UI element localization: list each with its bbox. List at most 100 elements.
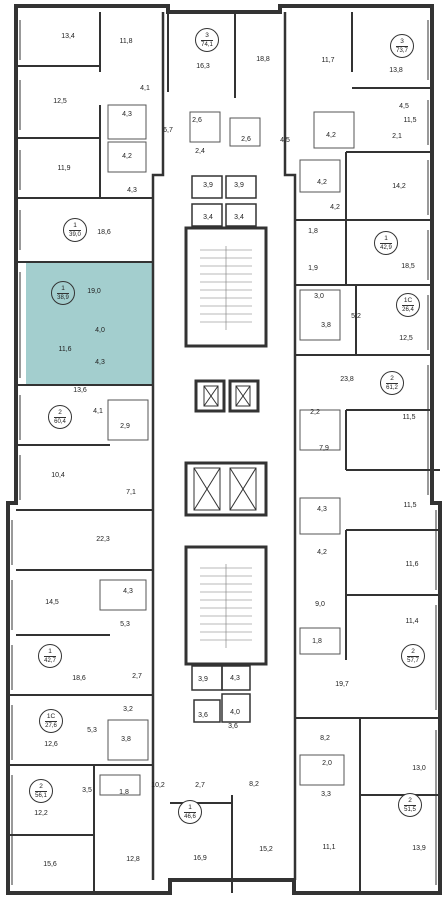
room-area-label: 4,1 <box>93 408 103 415</box>
apartment-area: 38,9 <box>57 294 69 301</box>
badge-divider <box>184 811 196 813</box>
room-area-label: 4,2 <box>317 549 327 556</box>
apartment-rooms: 3 <box>400 37 404 45</box>
room-area-label: 11,5 <box>402 414 416 421</box>
room-area-label: 19,7 <box>335 681 349 688</box>
apartment-area: 73,7 <box>396 47 408 54</box>
room-area-label: 11,1 <box>322 844 336 851</box>
room-area-label: 3,9 <box>203 182 213 189</box>
room-area-label: 11,9 <box>57 165 71 172</box>
apartment-rooms: 3 <box>205 31 209 39</box>
room-area-label: 16,9 <box>193 855 207 862</box>
room-area-label: 14,2 <box>392 183 406 190</box>
room-area-label: 18,6 <box>72 675 86 682</box>
room-area-label: 18,5 <box>401 263 415 270</box>
room-area-label: 13,0 <box>412 765 426 772</box>
room-area-label: 11,6 <box>58 346 72 353</box>
badge-divider <box>402 304 414 306</box>
room-area-label: 7,9 <box>319 445 329 452</box>
room-area-label: 3,6 <box>228 723 238 730</box>
elevator-shafts <box>184 379 268 517</box>
room-area-label: 3,4 <box>203 214 213 221</box>
room-area-label: 4,3 <box>127 187 137 194</box>
room-area-label: 16,3 <box>196 63 210 70</box>
room-area-label: 5,3 <box>87 727 97 734</box>
room-area-label: 2,9 <box>120 423 130 430</box>
apartment-area: 39,0 <box>69 231 81 238</box>
highlighted-apartment-fill[interactable] <box>26 262 152 385</box>
room-area-label: 14,5 <box>45 599 59 606</box>
room-area-label: 2,4 <box>195 148 205 155</box>
corridor-walls <box>151 12 297 880</box>
apartment-area: 56,1 <box>35 792 47 799</box>
room-area-label: 11,5 <box>403 502 417 509</box>
room-area-label: 13,6 <box>73 387 87 394</box>
apartment-rooms: 2 <box>411 647 415 655</box>
room-area-label: 2,1 <box>392 133 402 140</box>
badge-divider <box>380 242 392 244</box>
room-area-label: 8,2 <box>249 781 259 788</box>
room-area-label: 2,0 <box>322 760 332 767</box>
room-area-label: 4,0 <box>95 327 105 334</box>
room-area-label: 12,6 <box>44 741 58 748</box>
room-area-label: 3,2 <box>123 706 133 713</box>
room-area-label: 13,9 <box>412 845 426 852</box>
badge-divider <box>45 720 57 722</box>
room-area-label: 22,3 <box>96 536 110 543</box>
badge-divider <box>201 39 213 41</box>
room-area-label: 2,6 <box>241 136 251 143</box>
room-area-label: 11,4 <box>405 618 419 625</box>
room-area-label: 3,8 <box>321 322 331 329</box>
apartment-area: 42,9 <box>380 244 392 251</box>
room-area-label: 18,8 <box>256 56 270 63</box>
room-area-label: 9,0 <box>315 601 325 608</box>
room-area-label: 1,8 <box>312 638 322 645</box>
windows <box>11 20 437 885</box>
room-area-label: 3,4 <box>234 214 244 221</box>
apartment-area: 46,6 <box>184 813 196 820</box>
room-area-label: 1,8 <box>308 228 318 235</box>
badge-divider <box>35 790 47 792</box>
stair-steps <box>200 246 252 648</box>
badge-divider <box>57 292 69 294</box>
apartment-area: 60,4 <box>54 418 66 425</box>
room-area-label: 18,6 <box>97 229 111 236</box>
room-area-label: 4,3 <box>95 359 105 366</box>
apartment-rooms: 2 <box>39 782 43 790</box>
room-area-label: 2,7 <box>195 782 205 789</box>
exterior-walls <box>6 4 442 895</box>
room-area-label: 19,0 <box>87 288 101 295</box>
room-area-label: 6,7 <box>163 127 173 134</box>
room-area-label: 5,2 <box>351 313 361 320</box>
room-area-label: 4,3 <box>230 675 240 682</box>
room-area-label: 3,6 <box>198 712 208 719</box>
room-area-label: 3,8 <box>121 736 131 743</box>
apartment-rooms: 1 <box>384 234 388 242</box>
apartment-area: 26,4 <box>402 306 414 313</box>
room-area-label: 13,8 <box>389 67 403 74</box>
room-area-label: 13,4 <box>61 33 75 40</box>
room-area-label: 3,9 <box>198 676 208 683</box>
room-area-label: 11,5 <box>403 117 417 124</box>
room-area-label: 3,0 <box>314 293 324 300</box>
room-area-label: 12,5 <box>53 98 67 105</box>
apartment-rooms: 2 <box>58 408 62 416</box>
room-area-label: 4,1 <box>140 85 150 92</box>
room-area-label: 4,5 <box>280 137 290 144</box>
